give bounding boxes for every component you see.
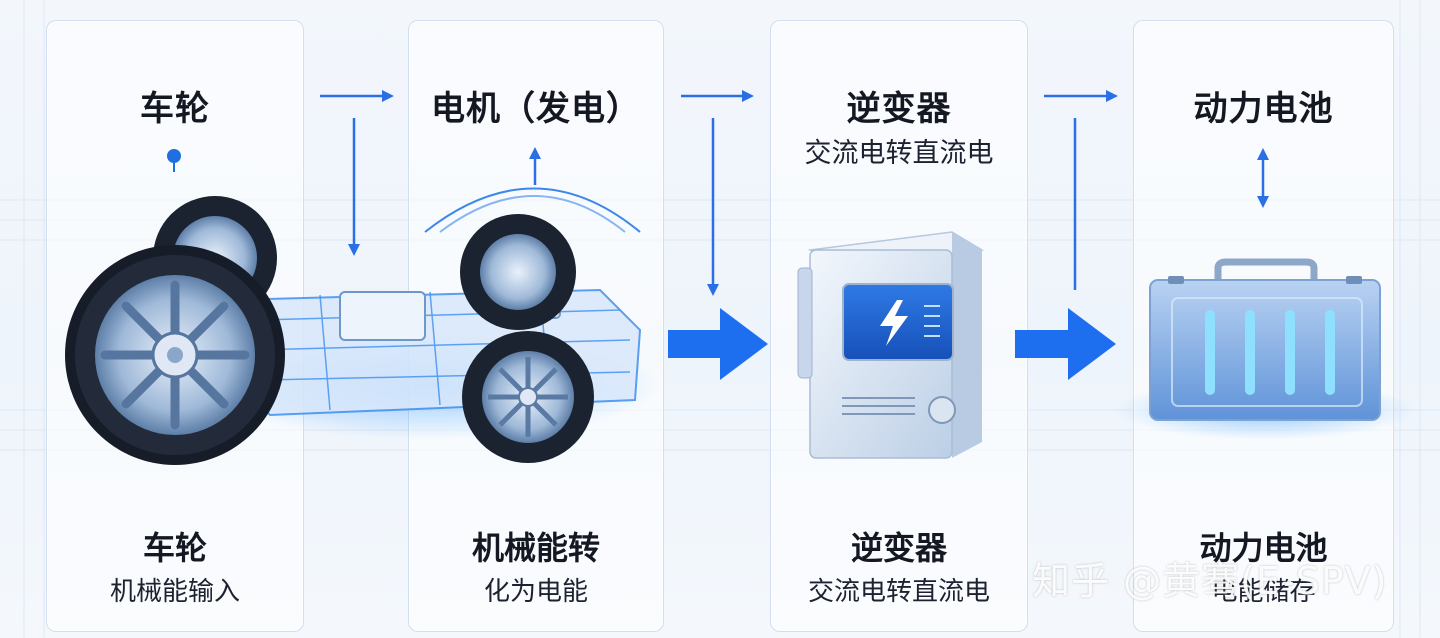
stage-bottom-title: 逆变器 <box>850 529 947 567</box>
stage-bottom-subtitle: 电能储存 <box>1211 577 1316 607</box>
stage-subtitle: 交流电转直流电 <box>804 138 994 169</box>
stage-title: 动力电池 <box>1193 89 1334 129</box>
stage-bottom-title: 车轮 <box>142 529 207 567</box>
stage-title: 电机（发电） <box>431 89 641 129</box>
location-pin-icon <box>167 149 181 172</box>
lightning-bolt-icon <box>880 300 908 346</box>
stage-bottom-subtitle: 交流电转直流电 <box>807 577 990 607</box>
car-wheel-icon <box>65 245 285 465</box>
watermark-text: 知乎 @黄骞(E-SPV) <box>1032 559 1388 603</box>
stage-bottom-subtitle: 机械能输入 <box>109 577 240 607</box>
energy-arc-lines <box>424 187 641 233</box>
stage-bottom-title: 动力电池 <box>1199 529 1328 567</box>
stage-bottom-subtitle: 化为电能 <box>483 577 588 607</box>
inverter-box-icon <box>797 231 985 459</box>
stage-bottom-title: 机械能转 <box>471 529 600 567</box>
stage-title: 车轮 <box>140 89 210 129</box>
battery-pack-icon <box>1115 258 1415 440</box>
flow-arrow-large <box>668 308 1116 380</box>
stage-title: 逆变器 <box>846 89 952 129</box>
top-flow-arrows <box>320 90 1269 296</box>
